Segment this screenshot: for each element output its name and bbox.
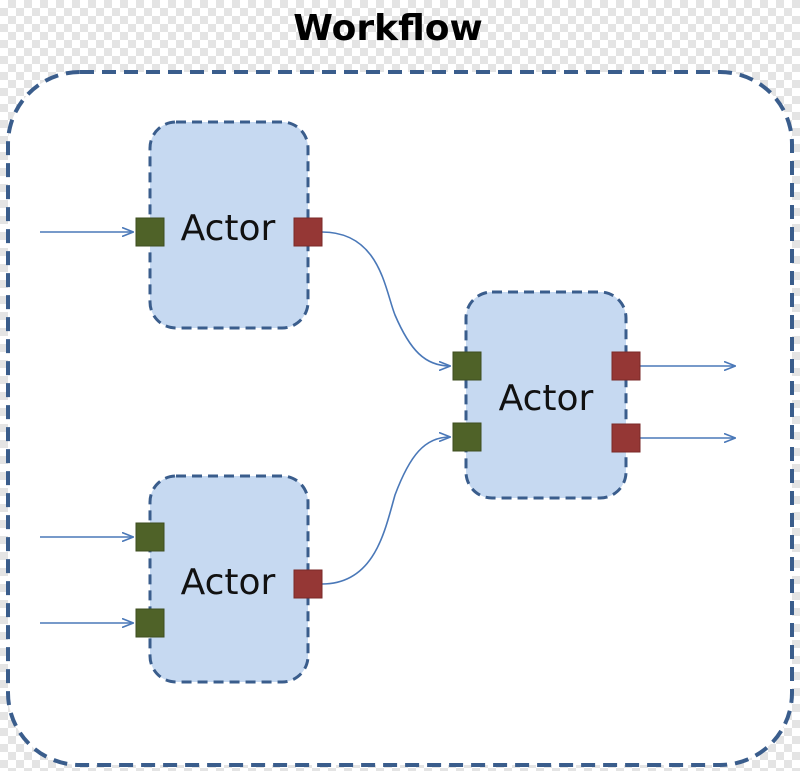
actor-node-1[interactable]: Actor [148, 120, 310, 330]
edge-actor-2-to-actor-3 [321, 437, 450, 585]
workflow-container [6, 70, 794, 767]
actor-1-input-port[interactable] [135, 217, 165, 247]
actor-3-output-port-1[interactable] [611, 351, 641, 381]
actor-3-input-port-2[interactable] [452, 422, 482, 452]
actor-2-input-port-2[interactable] [135, 608, 165, 638]
actor-2-input-port-1[interactable] [135, 522, 165, 552]
actor-node-3[interactable]: Actor [464, 290, 628, 500]
actor-3-input-port-1[interactable] [452, 351, 482, 381]
workflow-title: Workflow [293, 8, 483, 49]
actor-label-1: Actor [181, 208, 276, 249]
actor-node-2[interactable]: Actor [148, 474, 310, 684]
actor-label-2: Actor [181, 562, 276, 603]
actor-box-3 [464, 290, 628, 500]
actor-1-output-port[interactable] [293, 217, 323, 247]
actor-label-3: Actor [499, 378, 594, 419]
actor-3-output-port-2[interactable] [611, 423, 641, 453]
edge-actor-1-to-actor-3 [321, 231, 450, 366]
actor-box-2 [148, 474, 310, 684]
actor-2-output-port[interactable] [293, 569, 323, 599]
